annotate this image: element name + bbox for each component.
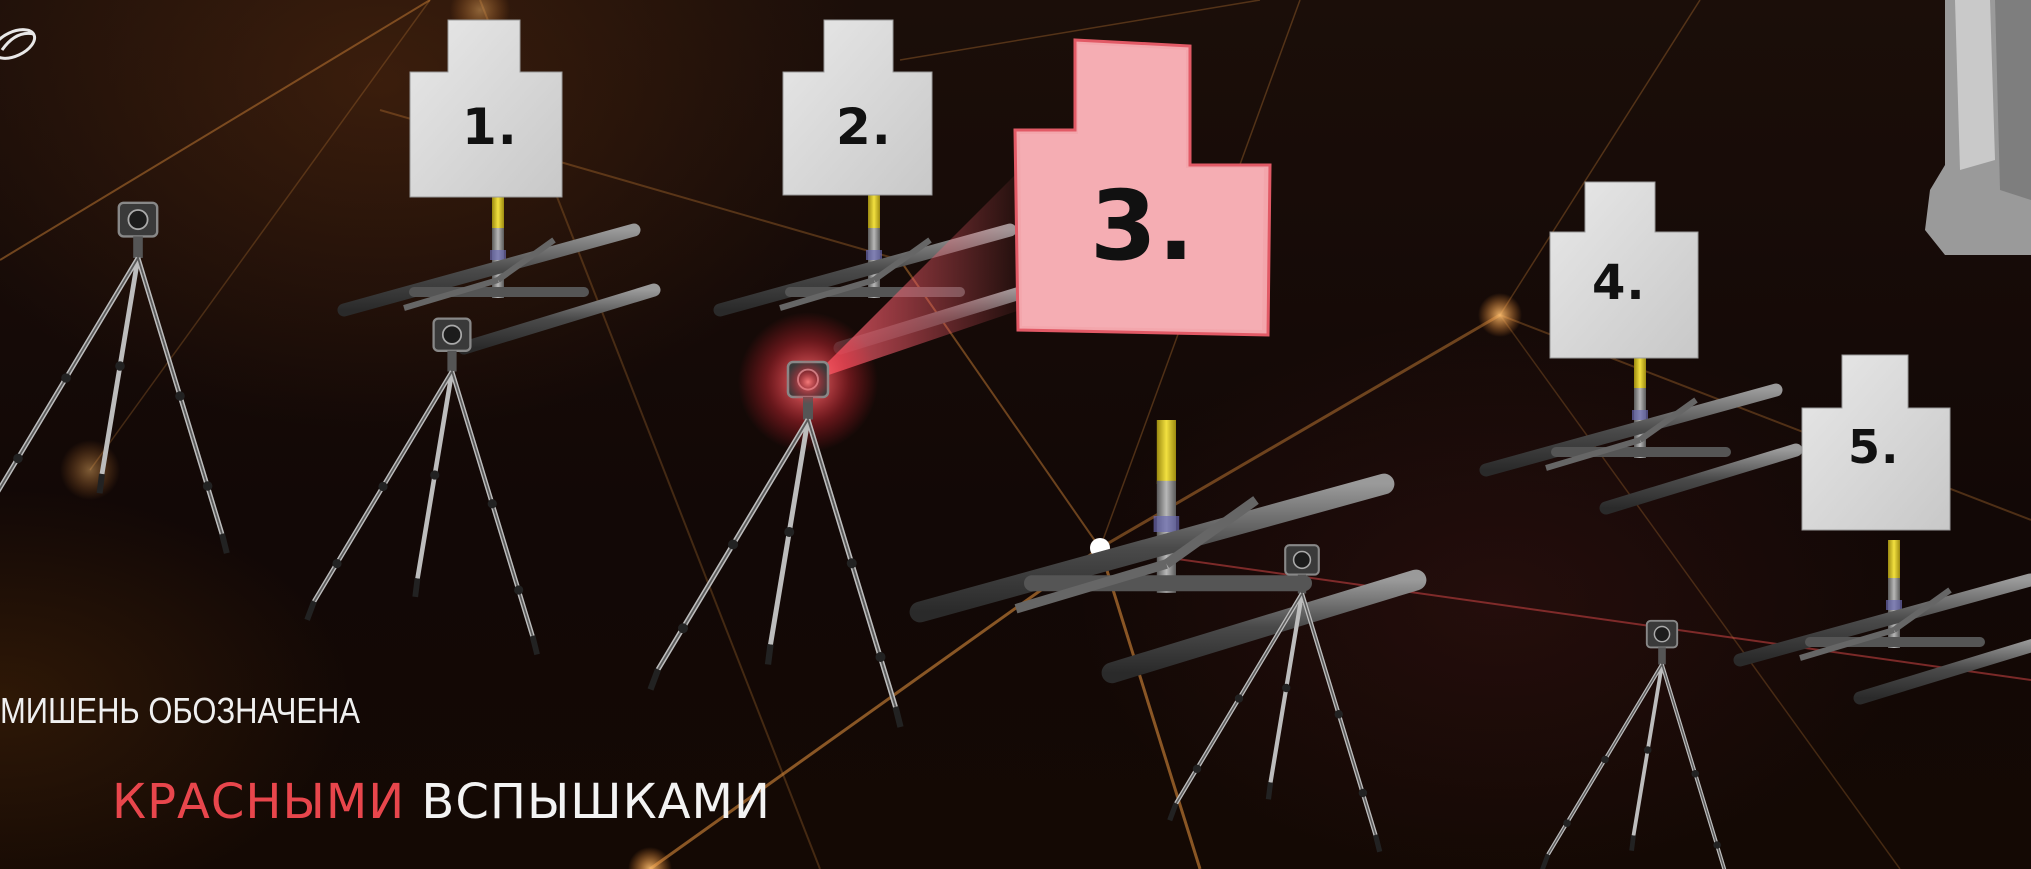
red-flash-beam [808,170,1020,382]
caption-line1: МИШЕНЬ ОБОЗНАЧЕНА [0,690,361,731]
tripod-camera-2 [307,319,537,655]
logo-icon [0,28,37,60]
tripod-camera-5 [1542,621,1732,869]
target-2-label: 2. [836,98,892,156]
target-2 [720,19,1030,348]
target-1-label: 1. [462,98,518,156]
target-3 [920,38,1416,673]
target-4 [1486,181,1796,508]
target-1 [344,19,654,348]
caption-highlight-word: КРАСНЫМИ [112,774,406,830]
target-5 [1740,354,2031,698]
tripod-camera-1 [0,203,227,553]
device-edge [1925,0,2031,255]
caption-line2: КРАСНЫМИ ВСПЫШКАМИ [112,774,771,830]
target-4-label: 4. [1592,255,1646,311]
caption-rest: ВСПЫШКАМИ [421,774,771,830]
target-3-label: 3. [1090,170,1196,282]
tripod-camera-3-flashing [651,312,901,727]
target-5-label: 5. [1848,420,1900,474]
